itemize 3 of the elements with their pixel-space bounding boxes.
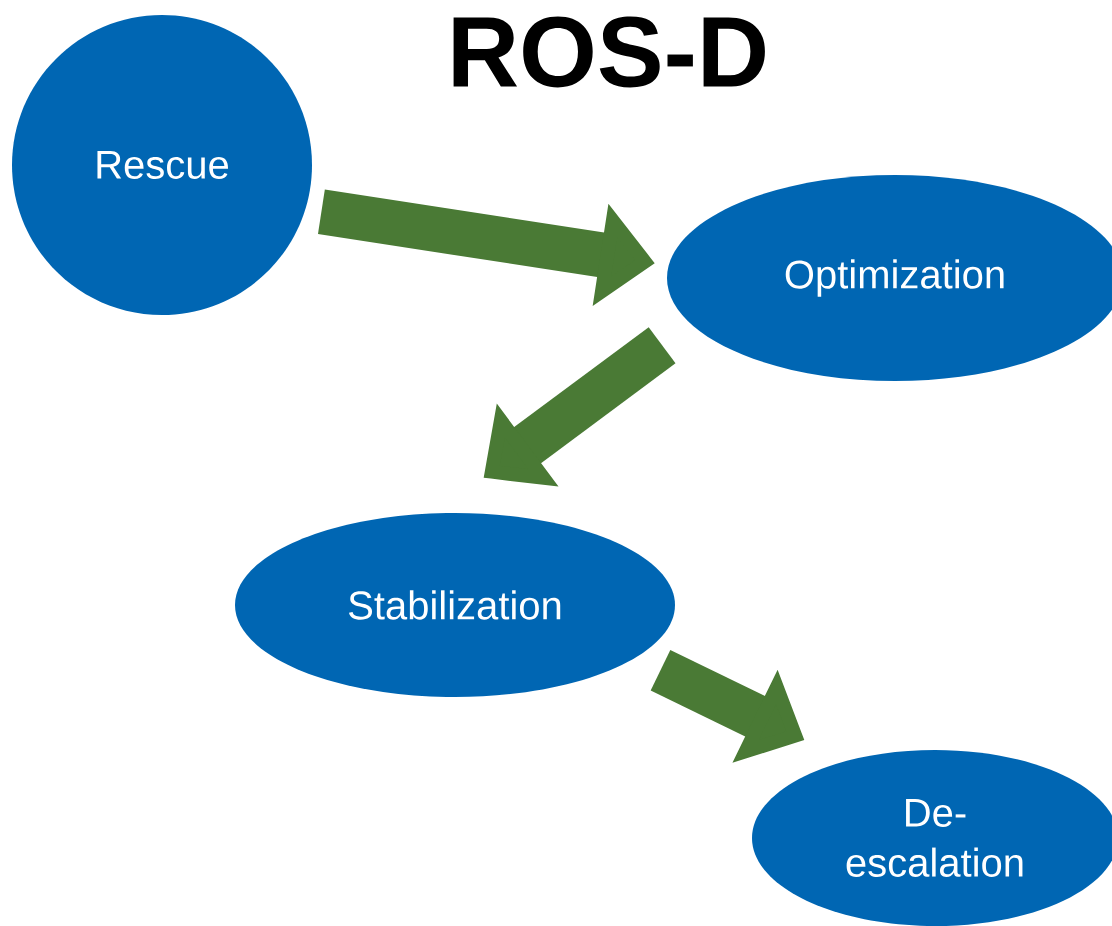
circle-node: Rescue — [12, 15, 312, 315]
title: ROS-D — [453, 16, 765, 88]
ellipse-node: Stabilization — [235, 513, 675, 697]
